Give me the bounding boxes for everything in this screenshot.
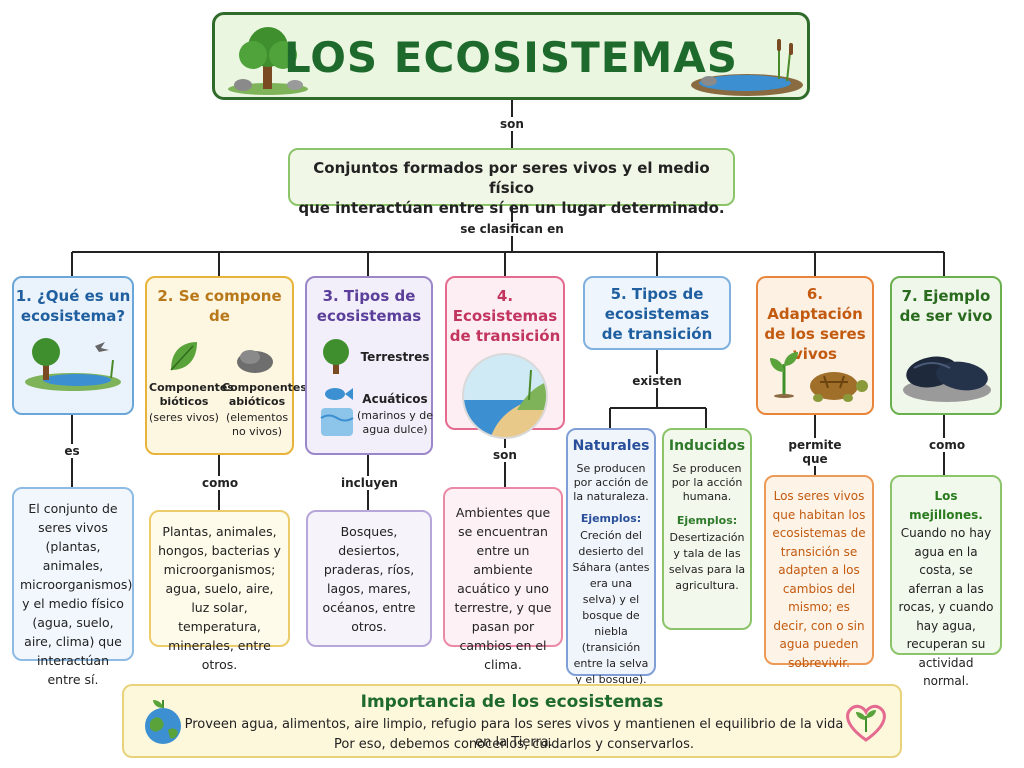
category-4-connector: son [490, 448, 520, 462]
beach-icon [462, 353, 548, 439]
category-5-connector: existen [627, 374, 687, 388]
category-7-connector: como [926, 438, 966, 452]
sprout-icon [770, 352, 798, 398]
importance-line-1: Proveen agua, alimentos, aire limpio, re… [184, 717, 844, 750]
naturales-examples: Creción del desierto del Sáhara (antes e… [572, 529, 650, 686]
category-6-title: 6. Adaptación de los seres vivos [764, 285, 866, 363]
category-4-title: 4. Ecosistemas de transición [449, 287, 561, 345]
importance-box: Importancia de los ecosistemas Proveen a… [122, 684, 902, 758]
inducidos-text: Se producen por la acción humana. [671, 462, 743, 503]
abiotic-label: Componentes abióticos [222, 381, 307, 408]
biotic-sub: (seres vivos) [149, 411, 219, 424]
importance-title: Importancia de los ecosistemas [360, 692, 664, 712]
naturales-text: Se producen por acción de la naturaleza. [573, 462, 649, 503]
mussel-icon [903, 356, 991, 402]
category-2-header: 2. Se compone de Componentes bióticos (s… [145, 276, 307, 455]
category-6-header: 6. Adaptación de los seres vivos [756, 276, 874, 415]
naturales-examples-label: Ejemplos: [580, 512, 642, 525]
category-5-header: 5. Tipos de ecosistemas de transición [583, 276, 731, 350]
tree-icon [323, 339, 349, 374]
definition-line-2: que interactúan entre sí en un lugar det… [298, 199, 725, 217]
category-3-header: 3. Tipos de ecosistemas Terrestres Acuát… [305, 276, 433, 455]
category-6-connector: permite que [775, 438, 855, 466]
aquatic-sub: (marinos y de agua dulce) [357, 409, 434, 436]
category-7-text: Cuando no hay agua en la costa, se aferr… [898, 526, 994, 688]
category-7-header: 7. Ejemplo de ser vivo [890, 276, 1002, 415]
rock-icon [237, 350, 273, 373]
pond-icon [691, 39, 803, 96]
inducidos-examples-label: Ejemplos: [676, 514, 738, 527]
category-1-connector: es [57, 444, 87, 458]
title-banner: LOS ECOSISTEMAS [212, 12, 810, 100]
category-2-title: 2. Se compone de [157, 287, 282, 325]
category-4-header: 4. Ecosistemas de transición [445, 276, 565, 439]
fish-icon [320, 388, 354, 436]
connector-son: son [492, 117, 532, 131]
category-1-header: 1. ¿Qué es un ecosistema? [12, 276, 134, 415]
category-2-description: Plantas, animales, hongos, bacterias y m… [149, 510, 290, 672]
definition-box: Conjuntos formados por seres vivos y el … [288, 148, 735, 217]
turtle-icon [810, 372, 868, 402]
connector-clasifican: se clasifican en [452, 222, 572, 236]
category-3-description: Bosques, desiertos, praderas, ríos, lago… [306, 510, 432, 647]
category-4-description: Ambientes que se encuentran entre un amb… [443, 487, 563, 672]
tree-icon [228, 27, 308, 95]
leaf-icon [170, 342, 197, 371]
inducidos-examples: Desertización y tala de las selvas para … [668, 531, 746, 592]
mussel-highlight: Los mejillones. [909, 489, 983, 522]
naturales-title: Naturales [572, 438, 650, 454]
category-3-title: 3. Tipos de ecosistemas [316, 287, 422, 325]
earth-icon [145, 700, 181, 744]
inducidos-title: Inducidos [668, 438, 746, 454]
heart-icon [846, 704, 886, 742]
pond-icon [25, 338, 121, 391]
naturales-box: Naturales Se producen por acción de la n… [566, 428, 656, 686]
biotic-label: Componentes bióticos [149, 381, 234, 408]
category-7-description: Los mejillones. Cuando no hay agua en la… [890, 475, 1002, 688]
category-3-connector: incluyen [338, 476, 400, 490]
abiotic-sub: (elementos no vivos) [225, 411, 289, 438]
importance-line-2: Por eso, debemos conocerlos, cuidarlos y… [334, 737, 694, 752]
category-1-description: El conjunto de seres vivos (plantas, ani… [12, 487, 134, 687]
inducidos-box: Inducidos Se producen por la acción huma… [662, 428, 752, 630]
aquatic-label: Acuáticos [362, 392, 428, 406]
terrestrial-label: Terrestres [360, 350, 430, 364]
definition-line-1: Conjuntos formados por seres vivos y el … [313, 159, 710, 197]
category-2-connector: como [199, 476, 239, 490]
category-6-description: Los seres vivos que habitan los ecosiste… [764, 475, 874, 670]
category-1-title: 1. ¿Qué es un ecosistema? [15, 287, 131, 325]
page-title: LOS ECOSISTEMAS [283, 33, 739, 82]
category-5-title: 5. Tipos de ecosistemas de transición [601, 285, 713, 343]
category-7-title: 7. Ejemplo de ser vivo [899, 287, 993, 325]
